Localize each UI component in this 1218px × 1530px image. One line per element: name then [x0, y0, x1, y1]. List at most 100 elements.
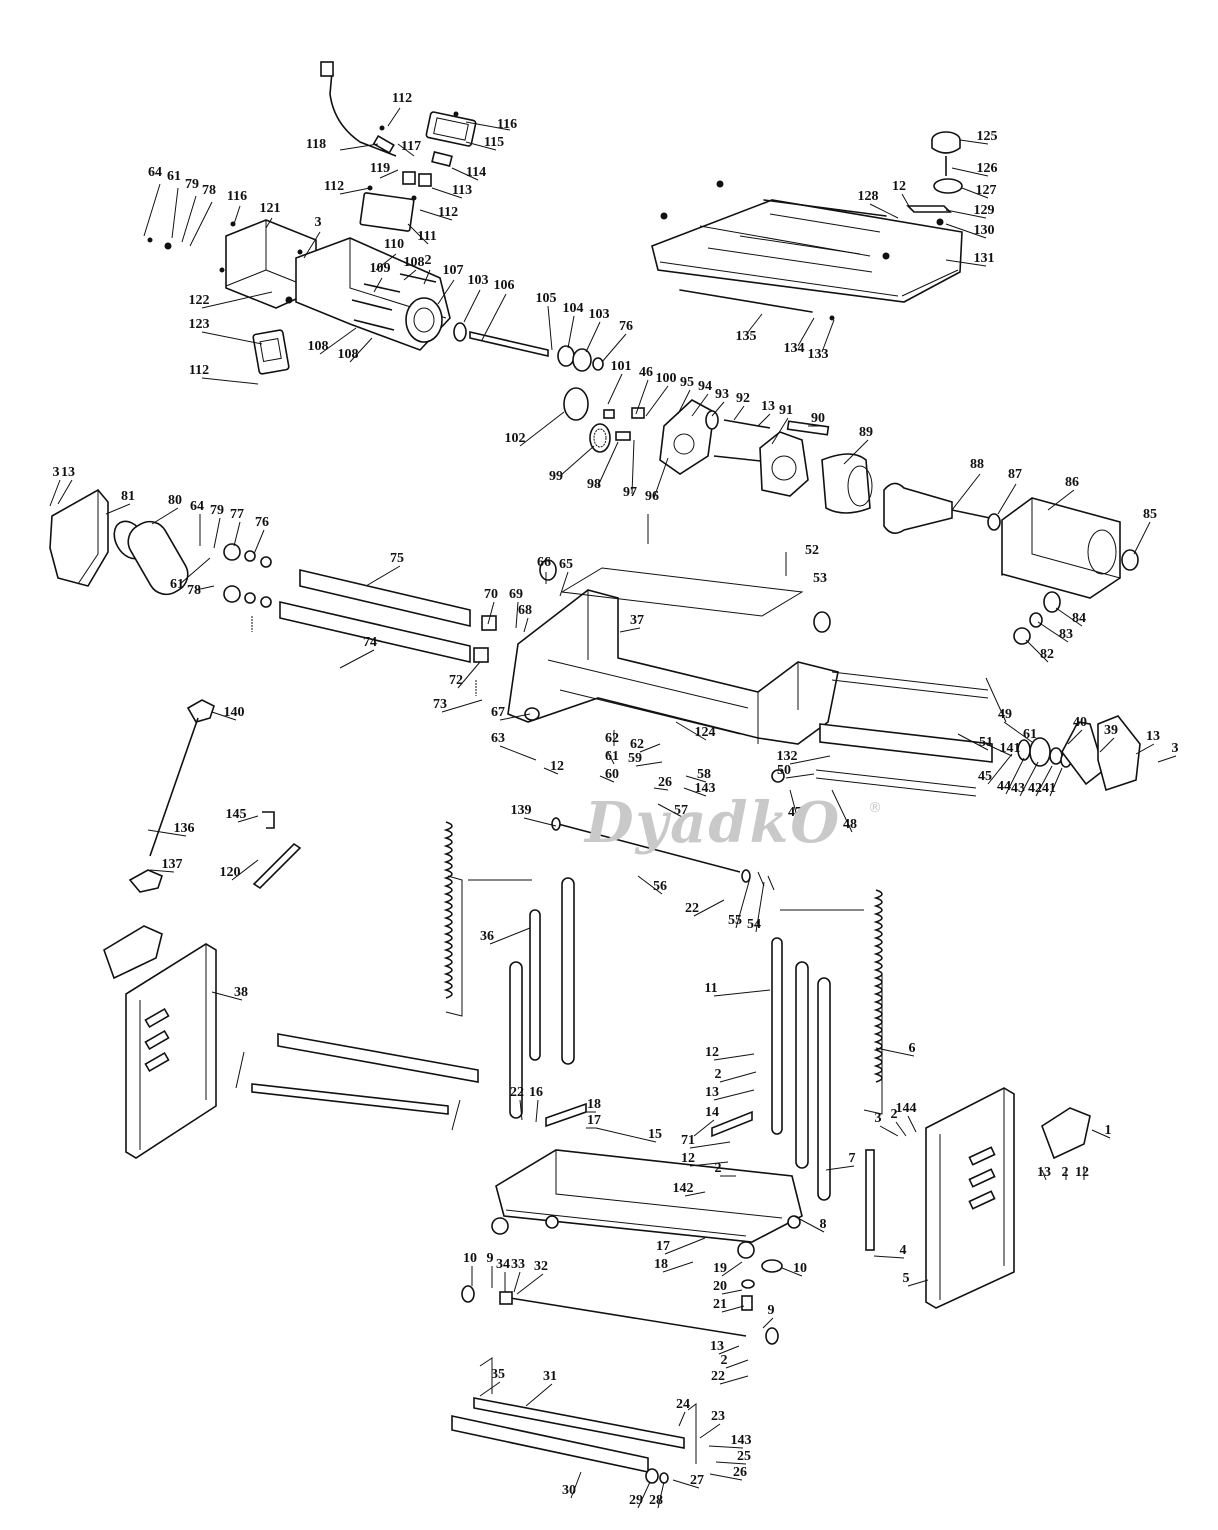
armature-88 — [883, 482, 953, 534]
pin-97 — [615, 431, 631, 441]
part-label-112: 112 — [438, 205, 458, 220]
part-label-72: 72 — [449, 673, 463, 688]
part-label-45: 45 — [978, 769, 992, 784]
part-label-104: 104 — [563, 301, 584, 316]
sprockets-77 — [223, 543, 272, 608]
part-label-112: 112 — [189, 363, 209, 378]
part-label-127: 127 — [976, 183, 997, 198]
part-label-116: 116 — [227, 189, 247, 204]
part-label-18: 18 — [654, 1257, 668, 1272]
top-cover — [651, 131, 963, 321]
part-label-40: 40 — [1073, 715, 1087, 730]
part-label-119: 119 — [370, 161, 390, 176]
part-label-76: 76 — [619, 319, 633, 334]
part-label-85: 85 — [1143, 507, 1157, 522]
part-label-103: 103 — [589, 307, 610, 322]
washer-20 — [741, 1279, 755, 1289]
outfeed-table — [451, 1357, 697, 1484]
bearing-103a — [453, 322, 467, 342]
bracket-16 — [545, 1102, 587, 1128]
part-label-2: 2 — [1062, 1165, 1069, 1180]
gear-housing — [147, 219, 451, 375]
part-label-132: 132 — [777, 749, 798, 764]
housing-bore — [405, 297, 443, 343]
bearing-87 — [987, 513, 1001, 531]
part-label-36: 36 — [480, 929, 494, 944]
terminal-b — [418, 173, 432, 187]
part-label-123: 123 — [189, 317, 210, 332]
part-label-71: 71 — [681, 1133, 695, 1148]
part-label-43: 43 — [1011, 781, 1025, 796]
ring-127 — [933, 178, 963, 194]
main-frame — [507, 514, 839, 745]
part-label-69: 69 — [509, 587, 523, 602]
part-label-13: 13 — [61, 465, 75, 480]
part-label-130: 130 — [974, 223, 995, 238]
block-70 — [481, 615, 497, 631]
part-label-64: 64 — [148, 165, 162, 180]
part-label-51: 51 — [979, 735, 993, 750]
part-label-143: 143 — [695, 781, 716, 796]
part-label-26: 26 — [658, 775, 672, 790]
part-label-57: 57 — [674, 803, 688, 818]
belt-40 — [1061, 721, 1105, 786]
part-label-101: 101 — [611, 359, 632, 374]
part-label-3: 3 — [875, 1111, 882, 1126]
part-label-108: 108 — [308, 339, 329, 354]
part-label-12: 12 — [1075, 1165, 1089, 1180]
pulley-43 — [1029, 737, 1051, 767]
plug-66 — [539, 559, 557, 581]
part-label-11: 11 — [704, 981, 717, 996]
part-label-65: 65 — [559, 557, 573, 572]
lower-shaft — [461, 1285, 779, 1345]
foot-10 — [761, 1259, 783, 1273]
part-label-59: 59 — [628, 751, 642, 766]
frame-65 — [507, 589, 839, 745]
knife-49 — [831, 671, 989, 699]
scale-4 — [865, 1149, 875, 1251]
column-11 — [771, 937, 783, 1135]
part-label-29: 29 — [629, 1493, 643, 1508]
cover-131 — [651, 199, 963, 303]
cutter-block — [771, 671, 1141, 797]
rod-136 — [149, 717, 199, 857]
part-label-114: 114 — [466, 165, 486, 180]
part-label-112: 112 — [392, 91, 412, 106]
part-label-5: 5 — [903, 1271, 910, 1286]
part-label-115: 115 — [484, 135, 504, 150]
motor-body-86 — [1001, 497, 1121, 599]
part-label-121: 121 — [260, 201, 281, 216]
springs-108 — [351, 273, 437, 331]
part-label-2: 2 — [715, 1161, 722, 1176]
part-label-142: 142 — [673, 1181, 694, 1196]
part-label-112: 112 — [324, 179, 344, 194]
bolt-21 — [741, 1295, 753, 1311]
watermark-registered-mark: ® — [868, 800, 882, 816]
roller-left-table — [277, 1033, 479, 1083]
foot-10-left — [461, 1285, 475, 1303]
rod-top — [763, 199, 887, 217]
part-label-1: 1 — [1105, 1123, 1112, 1138]
part-label-141: 141 — [1000, 741, 1021, 756]
part-label-131: 131 — [974, 251, 995, 266]
part-label-16: 16 — [529, 1085, 543, 1100]
part-label-13: 13 — [761, 399, 775, 414]
table-31 — [473, 1397, 685, 1449]
column-right-a — [795, 961, 809, 1169]
feed-rollers — [49, 488, 497, 696]
bearing-104 — [557, 345, 575, 367]
part-label-34: 34 — [496, 1257, 510, 1272]
part-label-136: 136 — [174, 821, 195, 836]
bearing-29 — [645, 1468, 659, 1484]
part-label-100: 100 — [656, 371, 677, 386]
brush-holder-84 — [1043, 591, 1061, 613]
switch-123 — [252, 329, 290, 375]
base — [491, 1102, 803, 1311]
bearing-93 — [705, 410, 719, 430]
part-label-24: 24 — [676, 1397, 690, 1412]
part-label-18: 18 — [587, 1097, 601, 1112]
handle-137 — [128, 869, 163, 893]
part-label-70: 70 — [484, 587, 498, 602]
part-label-37: 37 — [630, 613, 644, 628]
